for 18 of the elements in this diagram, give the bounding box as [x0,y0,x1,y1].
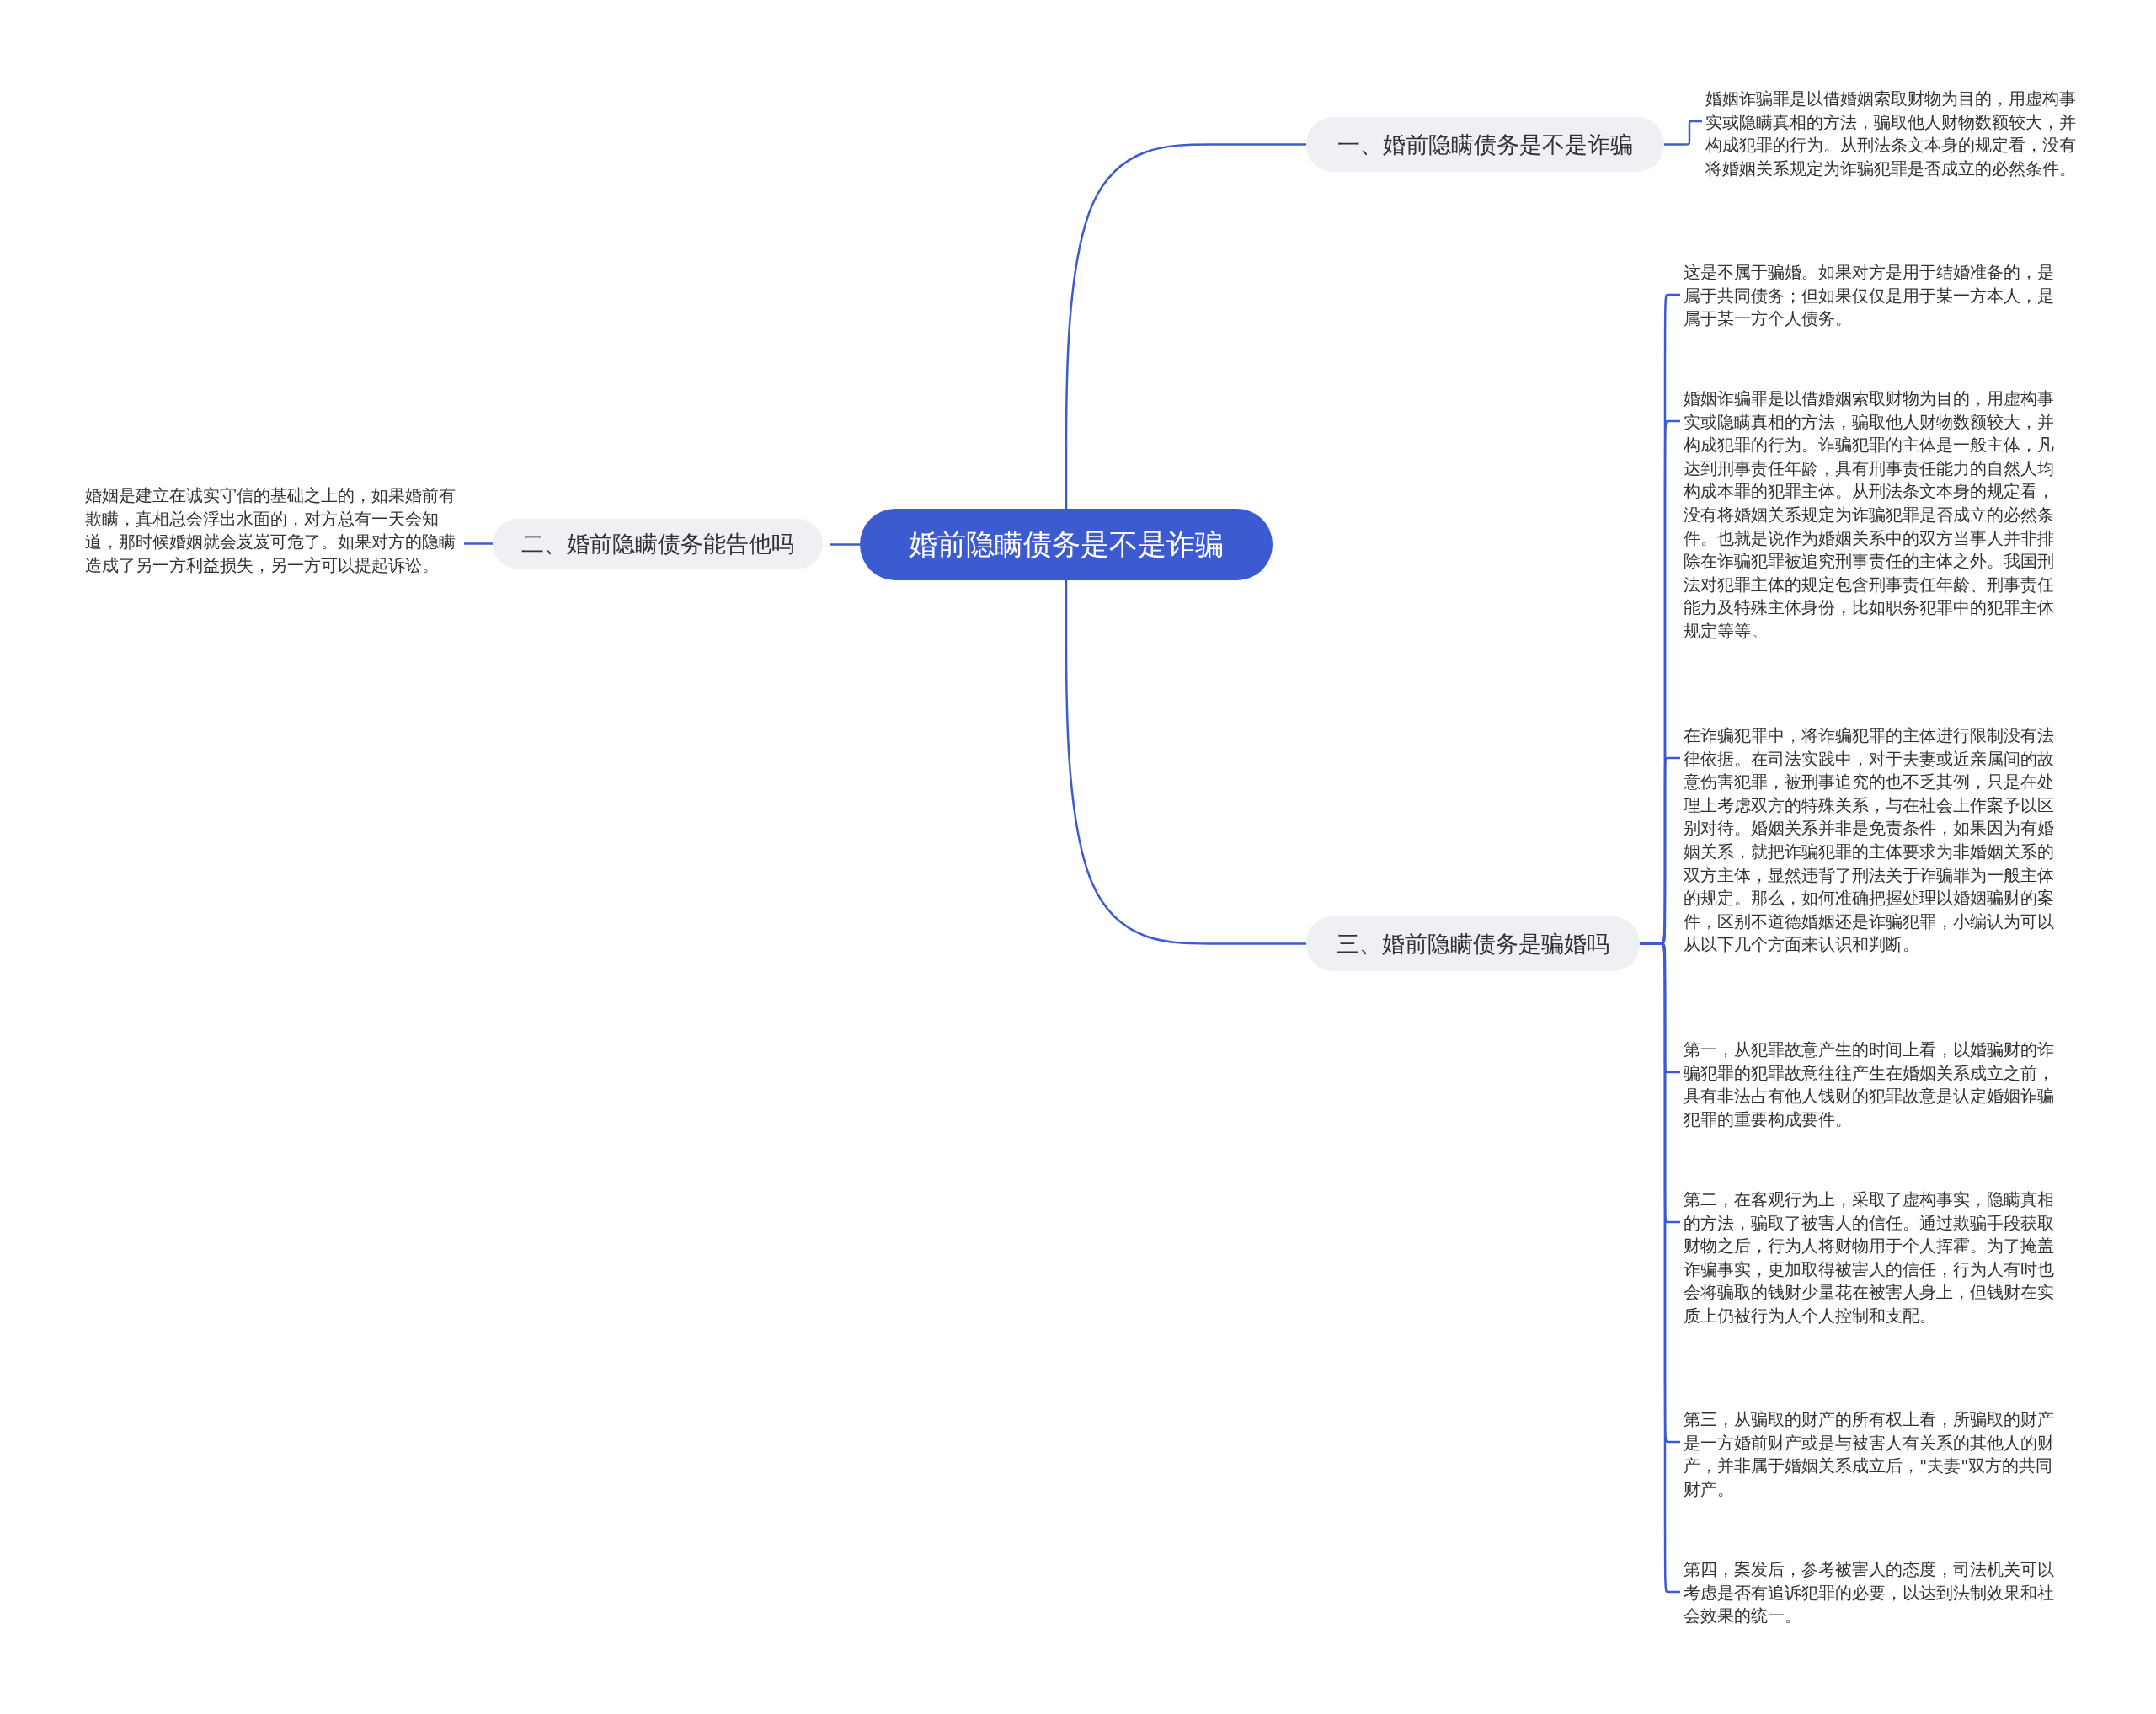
note-text: 这是不属于骗婚。如果对方是用于结婚准备的，是属于共同债务；但如果仅仅是用于某一方本人，是属于某一方个人债务。 [1684,261,2054,331]
note-text: 婚姻诈骗罪是以借婚姻索取财物为目的，用虚构事实或隐瞒真相的方法，骗取他人财物数额较大，并构成犯罪的行为。从刑法条文本身的规定看，没有将婚姻关系规定为诈骗犯罪是否成立的必然条件。 [1705,88,2076,181]
note-text: 第四，案发后，参考被害人的态度，司法机关可以考虑是否有追诉犯罪的必要，以达到法制效果和社会效果的统一。 [1684,1558,2054,1628]
topic-pill: 一、婚前隐瞒债务是不是诈骗 [1306,117,1664,172]
connector-line [1065,143,1306,510]
note-text: 在诈骗犯罪中，将诈骗犯罪的主体进行限制没有法律依据。在司法实践中，对于夫妻或近亲属间的故意伤害犯罪，被刑事追究的也不乏其例，只是在处理上考虑双方的特殊关系，与在社会上作案予以区别对待。婚姻关系并非是免责条件，如果因为有婚姻关系，就把诈骗犯罪的主体要求为非婚姻关系的双方主体，显然违背了刑法关于诈骗罪为一般主体的规定。那么，如何准确把握处理以婚姻骗财的案件，区别不道德婚姻还是诈骗犯罪，小编认为可以从以下几个方面来认识和判断。 [1684,724,2054,957]
connector-line [1664,120,1702,146]
connector-line [830,543,860,546]
note-text: 第一，从犯罪故意产生的时间上看，以婚骗财的诈骗犯罪的犯罪故意往往产生在婚姻关系成立之前，具有非法占有他人钱财的犯罪故意是认定婚姻诈骗犯罪的重要构成要件。 [1684,1039,2054,1132]
note-text: 第三，从骗取的财产的所有权上看，所骗取的财产是一方婚前财产或是与被害人有关系的其他人的财产，并非属于婚姻关系成立后，"夫妻"双方的共同财产。 [1684,1408,2054,1502]
note-text: 婚姻是建立在诚实守信的基础之上的，如果婚前有欺瞒，真相总会浮出水面的，对方总有一天会知道，那时候婚姻就会岌岌可危了。如果对方的隐瞒造成了另一方利益损失，另一方可以提起诉讼。 [85,484,457,578]
central-topic: 婚前隐瞒债务是不是诈骗 [860,509,1273,580]
note-text: 婚姻诈骗罪是以借婚姻索取财物为目的，用虚构事实或隐瞒真相的方法，骗取他人财物数额较大，并构成犯罪的行为。诈骗犯罪的主体是一般主体，凡达到刑事责任年龄，具有刑事责任能力的自然人均构成本罪的犯罪主体。从刑法条文本身的规定看，没有将婚姻关系规定为诈骗犯罪是否成立的必然条件。也就是说作为婚姻关系中的双方当事人并非排除在诈骗犯罪被追究刑事责任的主体之外。我国刑法对犯罪主体的规定包含刑事责任年龄、刑事责任能力及特殊主体身份，比如职务犯罪中的犯罪主体规定等等。 [1684,387,2054,643]
topic-pill: 三、婚前隐瞒债务是骗婚吗 [1306,916,1640,971]
note-text: 第二，在客观行为上，采取了虚构事实，隐瞒真相的方法，骗取了被害人的信任。通过欺骗手段获取财物之后，行为人将财物用于个人挥霍。为了掩盖诈骗事实，更加取得被害人的信任，行为人有时也会将骗取的钱财少量花在被害人身上，但钱财在实质上仍被行为人个人控制和支配。 [1684,1188,2054,1328]
connector-line [1065,579,1306,945]
connector-line [464,542,493,545]
topic-pill: 二、婚前隐瞒债务能告他吗 [493,519,823,569]
